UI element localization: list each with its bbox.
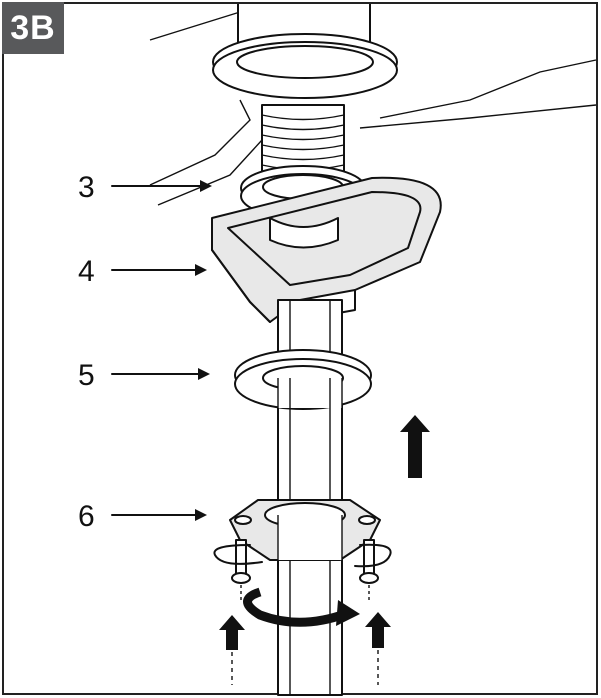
rotation-arrows [213,543,392,627]
label-part-4: 4 [78,255,95,288]
faucet-body [212,4,398,99]
part-5-washer [234,349,372,410]
label-part-5: 5 [78,359,95,392]
label-part-3: 3 [78,171,95,204]
leader-arrows [111,180,212,521]
part-6-mounting-nut [229,499,381,561]
upward-arrows [219,415,430,685]
mounting-bolts [231,539,379,600]
sink-surface [149,11,597,206]
part-4-bracket [211,176,442,323]
step-badge: 3B [2,2,64,54]
label-part-6: 6 [78,500,95,533]
